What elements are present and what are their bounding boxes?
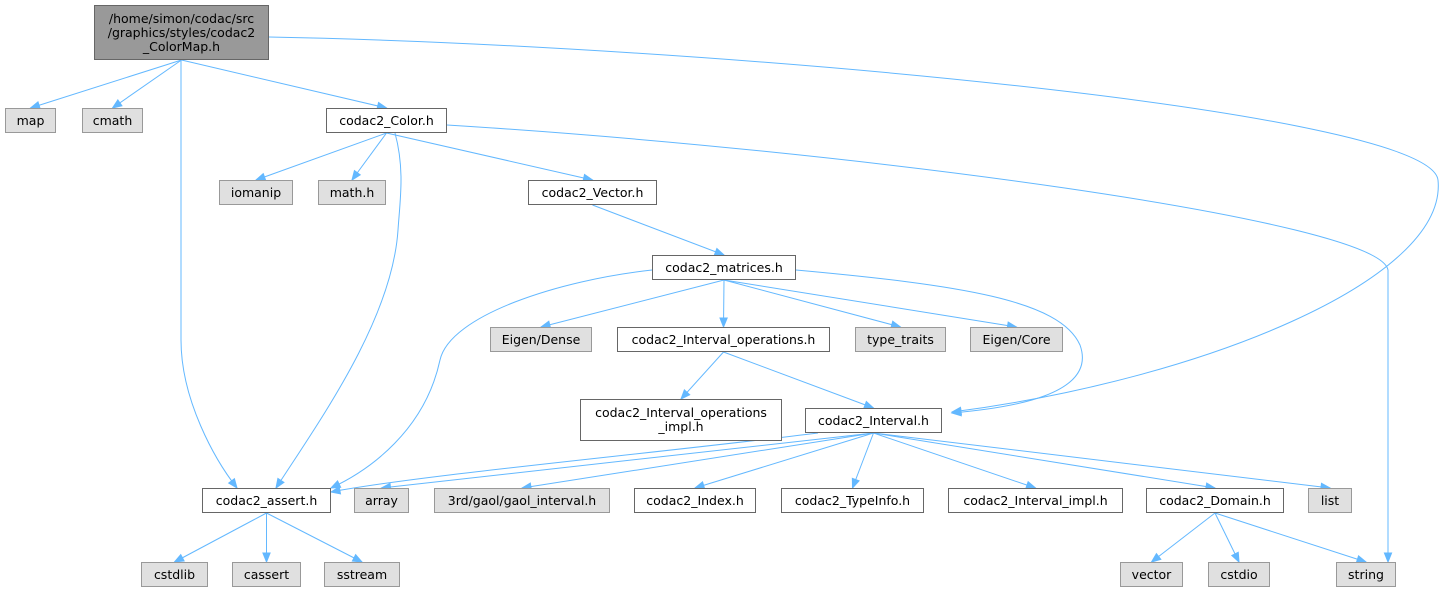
- arrowhead-color-to-math_h: [351, 169, 362, 182]
- edge-interval-to-interval_impl: [873, 432, 1036, 489]
- edge-color-to-math_h: [351, 132, 387, 181]
- arrowhead-matrices-to-interval_ops: [719, 317, 728, 329]
- edge-assert-to-sstream: [266, 512, 363, 563]
- node-interval-operations-impl-h[interactable]: codac2_Interval_operations _impl.h: [580, 399, 782, 441]
- edge-interval-to-domain: [873, 432, 1216, 489]
- node-colormap-root: /home/simon/codac/src /graphics/styles/c…: [94, 5, 269, 60]
- edge-root-to-interval: [268, 36, 1439, 413]
- arrowhead-color-to-assert: [275, 477, 285, 490]
- node-cassert[interactable]: cassert: [232, 562, 301, 587]
- node-sstream[interactable]: sstream: [324, 562, 400, 587]
- node-typeinfo-h[interactable]: codac2_TypeInfo.h: [781, 488, 924, 513]
- edge-interval-to-assert: [330, 432, 819, 493]
- arrowhead-matrices-to-assert: [329, 479, 342, 489]
- node-cmath[interactable]: cmath: [82, 108, 143, 133]
- node-domain-h[interactable]: codac2_Domain.h: [1146, 488, 1284, 513]
- arrowhead-color-to-string: [1383, 552, 1393, 564]
- arrowhead-root-to-cmath: [111, 99, 123, 109]
- node-cstdlib[interactable]: cstdlib: [141, 562, 208, 587]
- edge-interval-to-gaol: [521, 432, 874, 489]
- edge-root-to-cmath: [112, 59, 182, 109]
- edge-assert-to-cstdlib: [174, 512, 267, 563]
- edge-interval-to-typeinfo: [852, 432, 874, 489]
- node-iomanip[interactable]: iomanip: [219, 180, 293, 205]
- edge-matrices-to-type_traits: [723, 279, 901, 328]
- edge-domain-to-vector: [1151, 512, 1216, 563]
- node-gaol-interval-h[interactable]: 3rd/gaol/gaol_interval.h: [434, 488, 610, 513]
- node-eigen-dense[interactable]: Eigen/Dense: [490, 327, 592, 352]
- edge-matrices-to-assert: [330, 269, 653, 489]
- node-array[interactable]: array: [354, 488, 409, 513]
- node-map[interactable]: map: [5, 108, 56, 133]
- node-type-traits[interactable]: type_traits: [855, 327, 946, 352]
- node-interval-operations-h[interactable]: codac2_Interval_operations.h: [617, 327, 830, 352]
- node-vector[interactable]: vector: [1120, 562, 1183, 587]
- edge-root-to-map: [30, 59, 182, 109]
- edge-domain-to-string: [1214, 512, 1367, 563]
- edge-interval-to-array: [381, 432, 874, 489]
- edge-root-to-color: [181, 59, 387, 109]
- node-eigen-core[interactable]: Eigen/Core: [970, 327, 1063, 352]
- arrowhead-interval_ops-to-interval_ops_impl: [680, 389, 691, 400]
- node-index-h[interactable]: codac2_Index.h: [634, 488, 756, 513]
- node-assert-h[interactable]: codac2_assert.h: [202, 488, 331, 513]
- node-list[interactable]: list: [1308, 488, 1352, 513]
- node-string[interactable]: string: [1336, 562, 1396, 587]
- arrowhead-assert-to-sstream: [351, 553, 364, 563]
- edge-color-to-iomanip: [255, 132, 387, 181]
- node-interval-h[interactable]: codac2_Interval.h: [805, 408, 942, 433]
- arrowhead-interval-to-assert: [329, 485, 342, 495]
- node-math-h[interactable]: math.h: [318, 180, 386, 205]
- edge-interval_ops-to-interval_ops_impl: [680, 351, 724, 400]
- arrowhead-domain-to-vector: [1150, 552, 1162, 563]
- edge-root-to-assert: [180, 60, 238, 489]
- arrowhead-matrices-to-interval: [950, 407, 962, 417]
- node-vector-h[interactable]: codac2_Vector.h: [528, 180, 657, 205]
- edge-matrices-to-eigen_dense: [540, 279, 725, 328]
- arrowhead-assert-to-cstdlib: [173, 553, 185, 563]
- node-interval-impl-h[interactable]: codac2_Interval_impl.h: [948, 488, 1123, 513]
- edge-color-to-assert: [275, 132, 402, 489]
- edge-vector_h-to-matrices: [592, 204, 725, 256]
- node-cstdio[interactable]: cstdio: [1208, 562, 1270, 587]
- arrowhead-domain-to-cstdio: [1230, 551, 1240, 564]
- node-matrices-h[interactable]: codac2_matrices.h: [652, 255, 796, 280]
- edge-interval_ops-to-interval: [723, 351, 874, 409]
- arrowhead-interval-to-typeinfo: [851, 477, 860, 490]
- arrowhead-assert-to-cassert: [262, 552, 271, 564]
- edge-color-to-string: [446, 124, 1389, 562]
- edge-interval-to-index: [694, 432, 874, 489]
- edge-color-to-vector_h: [386, 132, 593, 181]
- node-color-h[interactable]: codac2_Color.h: [326, 108, 447, 133]
- edge-matrices-to-eigen_core: [723, 279, 1017, 328]
- edge-interval-to-list: [873, 432, 1331, 489]
- arrowhead-root-to-assert: [227, 477, 238, 490]
- edge-matrices-to-interval: [795, 269, 1083, 414]
